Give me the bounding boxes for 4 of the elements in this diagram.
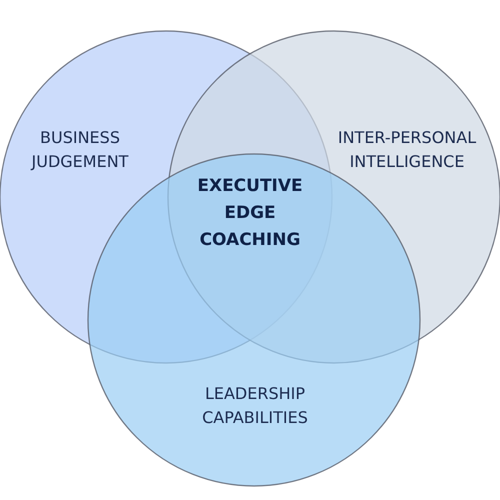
circle-label: INTER-PERSONAL INTELLIGENCE <box>336 127 478 173</box>
circle-label: BUSINESS JUDGEMENT <box>30 127 130 173</box>
center-label: EXECUTIVE EDGE COACHING <box>196 175 304 252</box>
circle-label: LEADERSHIP CAPABILITIES <box>201 383 309 429</box>
